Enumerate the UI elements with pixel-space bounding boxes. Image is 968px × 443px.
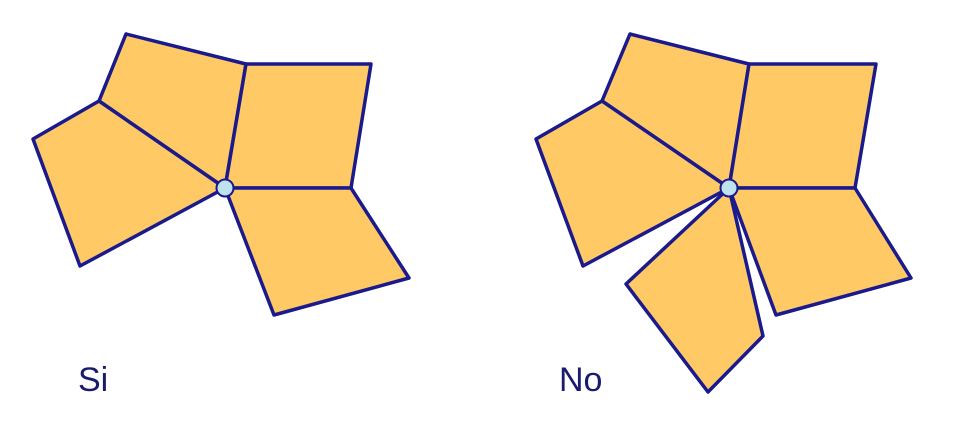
tile-quadrilateral [31, 99, 227, 268]
invalid-vertex-example [534, 32, 913, 394]
tile-quadrilateral [223, 62, 373, 190]
caption-si: Si [78, 361, 109, 399]
tile-quadrilateral [223, 186, 411, 317]
valid-vertex-example [31, 32, 411, 317]
tile-quadrilateral [534, 99, 731, 268]
tile-quadrilateral [624, 186, 765, 394]
tile-quadrilateral [727, 186, 913, 317]
caption-no: No [559, 361, 603, 399]
shared-vertex-point [215, 178, 235, 198]
tile-quadrilateral [727, 62, 878, 190]
shared-vertex-point [719, 178, 739, 198]
